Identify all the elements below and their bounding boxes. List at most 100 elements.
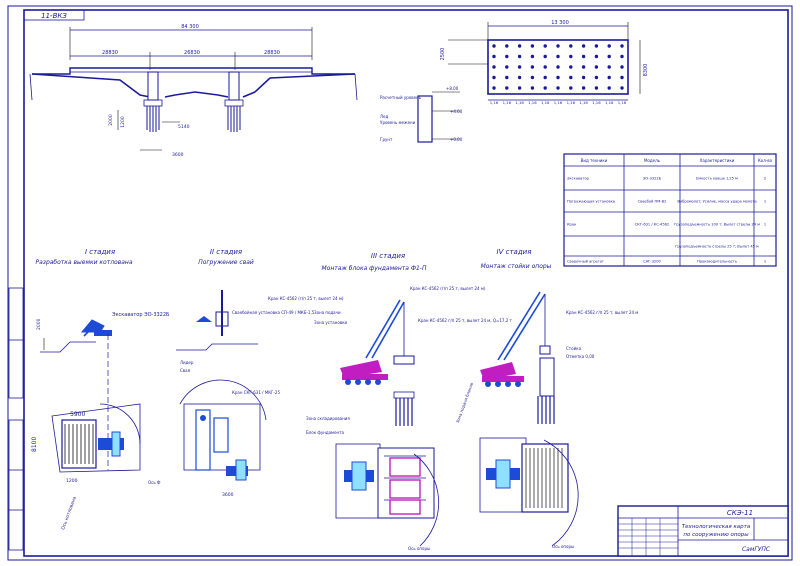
- stage1-label: I стадия: [85, 248, 115, 256]
- pile-row-dim: 1,16: [579, 100, 588, 105]
- pile-dot: [530, 86, 535, 90]
- stage1-dim-height: 8100: [31, 437, 38, 452]
- pile-dot: [569, 65, 573, 69]
- stage3-load: Кран КС-4562 г/п 25 т, вылет 24 м, Q=17,…: [418, 318, 513, 323]
- stage3-title: Монтаж блока фундамента Ф1-П: [322, 265, 427, 272]
- stage2-label: II стадия: [210, 248, 242, 256]
- pile-dot: [492, 86, 496, 90]
- table-cell: Вибромолот; Усилие, масса удара молота: [677, 200, 756, 204]
- pile-dot: [505, 65, 509, 69]
- legend-mark-2: +4.00: [450, 109, 463, 114]
- pile-dot: [517, 65, 522, 69]
- pile-dot: [543, 86, 547, 90]
- title-block: СКЭ-11 Технологическая карта по сооружен…: [617, 505, 789, 557]
- pile-dot: [505, 44, 509, 48]
- stamp-code: СКЭ-11: [727, 509, 753, 517]
- pile-dot: [530, 54, 535, 59]
- pile-dot: [594, 65, 599, 69]
- dim-span-1: 28830: [102, 50, 118, 56]
- pile-row-dim: 1,16: [541, 100, 550, 105]
- pile-dot: [581, 75, 586, 80]
- table-cell: СКГ-631 / КС-4562: [635, 223, 669, 227]
- pile-dot: [556, 54, 560, 59]
- levels-legend: Расчетный уровень Лед Уровень межени Гру…: [380, 86, 463, 143]
- stage3-drawing: Кран КС-4562 (г/п 25 т, вылет 24 м) Зона…: [268, 296, 513, 551]
- stage2-callout: Сваебойная установка СП-49 / МКБ-1,5: [232, 310, 315, 315]
- table-cell: Погружающая установка: [567, 200, 615, 204]
- pile-dot: [581, 86, 586, 90]
- legend-mark-3: +0.00: [450, 137, 463, 142]
- stage2-axis: Ось Ф: [148, 480, 161, 485]
- pile-dot: [517, 75, 522, 80]
- pile-row-dim: 1,16: [605, 100, 614, 105]
- table-cell: 1: [764, 260, 766, 264]
- pile-row-dim: 1,16: [490, 100, 499, 105]
- pile-dot: [607, 65, 611, 69]
- pile-row-dim: 1,16: [554, 100, 563, 105]
- pile-dot: [581, 54, 586, 59]
- pile-dot: [543, 54, 547, 59]
- pile-row-dim: 1,16: [515, 100, 524, 105]
- pile-row-dim: 1,16: [618, 100, 627, 105]
- pile-dot: [492, 75, 496, 80]
- pile-row-dim: 1,16: [567, 100, 576, 105]
- stage1-title: Разработка выемки котлована: [35, 259, 132, 266]
- pile-row-dim: 1,16: [503, 100, 512, 105]
- pile-dot: [569, 75, 573, 80]
- table-cell: Сварочный агрегат: [567, 260, 604, 264]
- pile-dot: [594, 86, 599, 90]
- stamp-title-1: Технологическая карта: [682, 524, 751, 530]
- sheet-inner-frame: [23, 9, 789, 557]
- table-cell: 2: [764, 177, 766, 181]
- pile-dot: [594, 44, 599, 48]
- pile-row-dim: 1,16: [592, 100, 601, 105]
- pile-dot: [530, 44, 535, 48]
- pile-dot: [543, 75, 547, 80]
- legend-item-2: Лед: [380, 114, 388, 119]
- stage4-load: Кран КС-4562 г/п 25 т, вылет 24 м: [566, 310, 638, 315]
- table-cell: Грузоподъемность стрелы 25 т; Вылет 45 м: [675, 245, 759, 249]
- table-header-cell: Кол-во: [758, 158, 773, 163]
- pile-dot: [569, 86, 573, 90]
- pile-dot: [517, 86, 522, 90]
- pile-dim-width: 13 300: [551, 20, 569, 26]
- stage3-crane-callout: Кран КС-4562 (г/п 25 т, вылет 24 м): [268, 296, 344, 301]
- pile-dot: [607, 86, 611, 90]
- table-cell: 1: [764, 223, 766, 227]
- stage4-title: Монтаж стойки опоры: [481, 263, 552, 270]
- pile-dot: [530, 65, 535, 69]
- legend-mark-1: +8.00: [446, 86, 459, 91]
- table-cell: Экскаватор: [567, 177, 590, 181]
- stage3-zone2: Зона установки: [314, 320, 348, 325]
- table-header-cell: Характеристики: [700, 158, 735, 163]
- pile-dim-height: 8300: [643, 64, 649, 77]
- dim-span-2: 26830: [184, 50, 200, 56]
- dim-total: 84 300: [181, 24, 199, 30]
- dim-bottom-2: 3600: [172, 152, 184, 158]
- pile-dot: [530, 75, 535, 80]
- stage4-label: IV стадия: [497, 248, 532, 256]
- stage2-dim: 3600: [222, 492, 234, 498]
- bridge-elevation: 84 300 28830 26830 28830 2000 1200 5140 …: [29, 24, 358, 158]
- pile-dot: [543, 65, 547, 69]
- legend-item-1: Расчетный уровень: [380, 95, 422, 100]
- dim-bottom-1: 5140: [178, 124, 190, 130]
- stage4-dim-bottom: Ось опоры: [552, 544, 574, 549]
- top-left-stamp: [23, 9, 85, 21]
- pile-dot: [505, 54, 509, 59]
- pile-dot: [581, 65, 586, 69]
- pile-dot: [492, 44, 496, 48]
- pile-dot: [517, 44, 522, 48]
- pile-dot: [492, 65, 496, 69]
- stage3-dim-bottom: Ось опоры: [408, 546, 430, 551]
- stage1-callout: Экскаватор ЭО-3322Б: [112, 312, 170, 318]
- pile-dot: [556, 86, 560, 90]
- pile-row-dim: 1,16: [528, 100, 537, 105]
- table-cell: Грузоподъемность 100 т; Вылет стрелы 24 …: [674, 223, 760, 227]
- stage3-note-zone: Зона складирования: [306, 416, 350, 421]
- legend-item-4: Грунт: [380, 137, 393, 142]
- dim-side-2: 1200: [120, 116, 126, 128]
